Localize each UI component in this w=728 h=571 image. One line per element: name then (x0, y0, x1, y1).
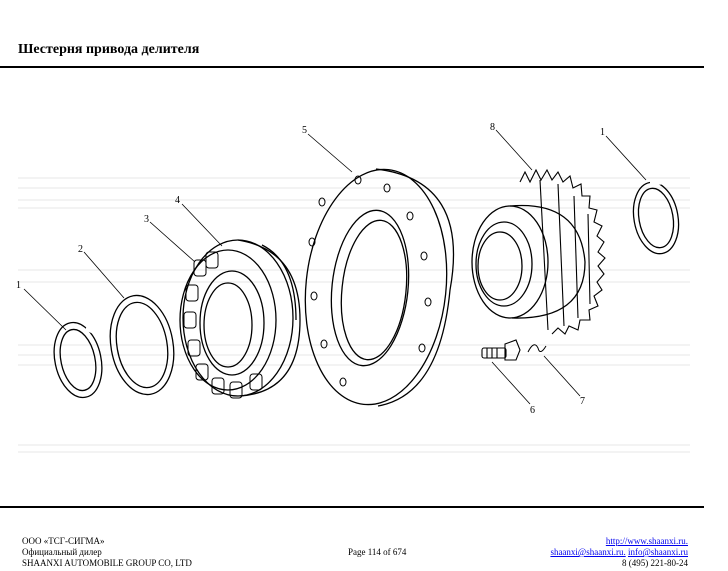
email-link-2[interactable]: info@shaanxi.ru (627, 547, 688, 557)
leader-lines (23, 129, 647, 405)
bolt (481, 339, 521, 361)
callout-7: 7 (580, 396, 585, 407)
drive-gear (471, 168, 606, 335)
header-rule (0, 66, 704, 68)
page-title: Шестерня привода делителя (18, 42, 200, 57)
callout-1-right: 1 (600, 127, 605, 138)
footer-dealer: Официальный дилер (22, 547, 102, 557)
flange (304, 168, 455, 407)
footer-phone: 8 (495) 221-80-24 (622, 558, 688, 568)
callout-6: 6 (530, 405, 535, 416)
footer-company-block: ООО «ТСГ-СИГМА» Официальный дилер SHAANX… (22, 536, 192, 569)
snap-ring-right (632, 179, 680, 255)
callout-8: 8 (490, 122, 495, 133)
roller-bearing (179, 239, 301, 399)
lock-wire (527, 344, 547, 353)
bolt-holes (308, 175, 432, 387)
bearing-rollers (183, 251, 263, 399)
exploded-parts-diagram: 1 2 3 4 5 8 1 6 7 (16, 122, 690, 453)
footer: ООО «ТСГ-СИГМА» Официальный дилер SHAANX… (22, 536, 688, 570)
gear-teeth (519, 168, 606, 335)
callout-4: 4 (175, 195, 180, 206)
footer-rule (0, 506, 704, 508)
callout-3: 3 (144, 214, 149, 225)
callout-5: 5 (302, 125, 307, 136)
callout-2: 2 (78, 244, 83, 255)
footer-contact-block: http://www.shaanxi.ru. shaanxi@shaanxi.r… (550, 536, 688, 569)
footer-company: ООО «ТСГ-СИГМА» (22, 536, 105, 546)
snap-ring-left (53, 321, 103, 399)
footer-page-number: Page 114 of 674 (348, 547, 407, 557)
callout-1-left: 1 (16, 280, 21, 291)
background-lines (18, 177, 690, 453)
callout-labels: 1 2 3 4 5 8 1 6 7 (16, 122, 605, 416)
website-link[interactable]: http://www.shaanxi.ru. (605, 536, 688, 546)
retaining-ring (109, 294, 175, 396)
footer-group: SHAANXI AUTOMOBILE GROUP CO, LTD (22, 558, 192, 568)
email-link-1[interactable]: shaanxi@shaanxi.ru. (550, 547, 626, 557)
